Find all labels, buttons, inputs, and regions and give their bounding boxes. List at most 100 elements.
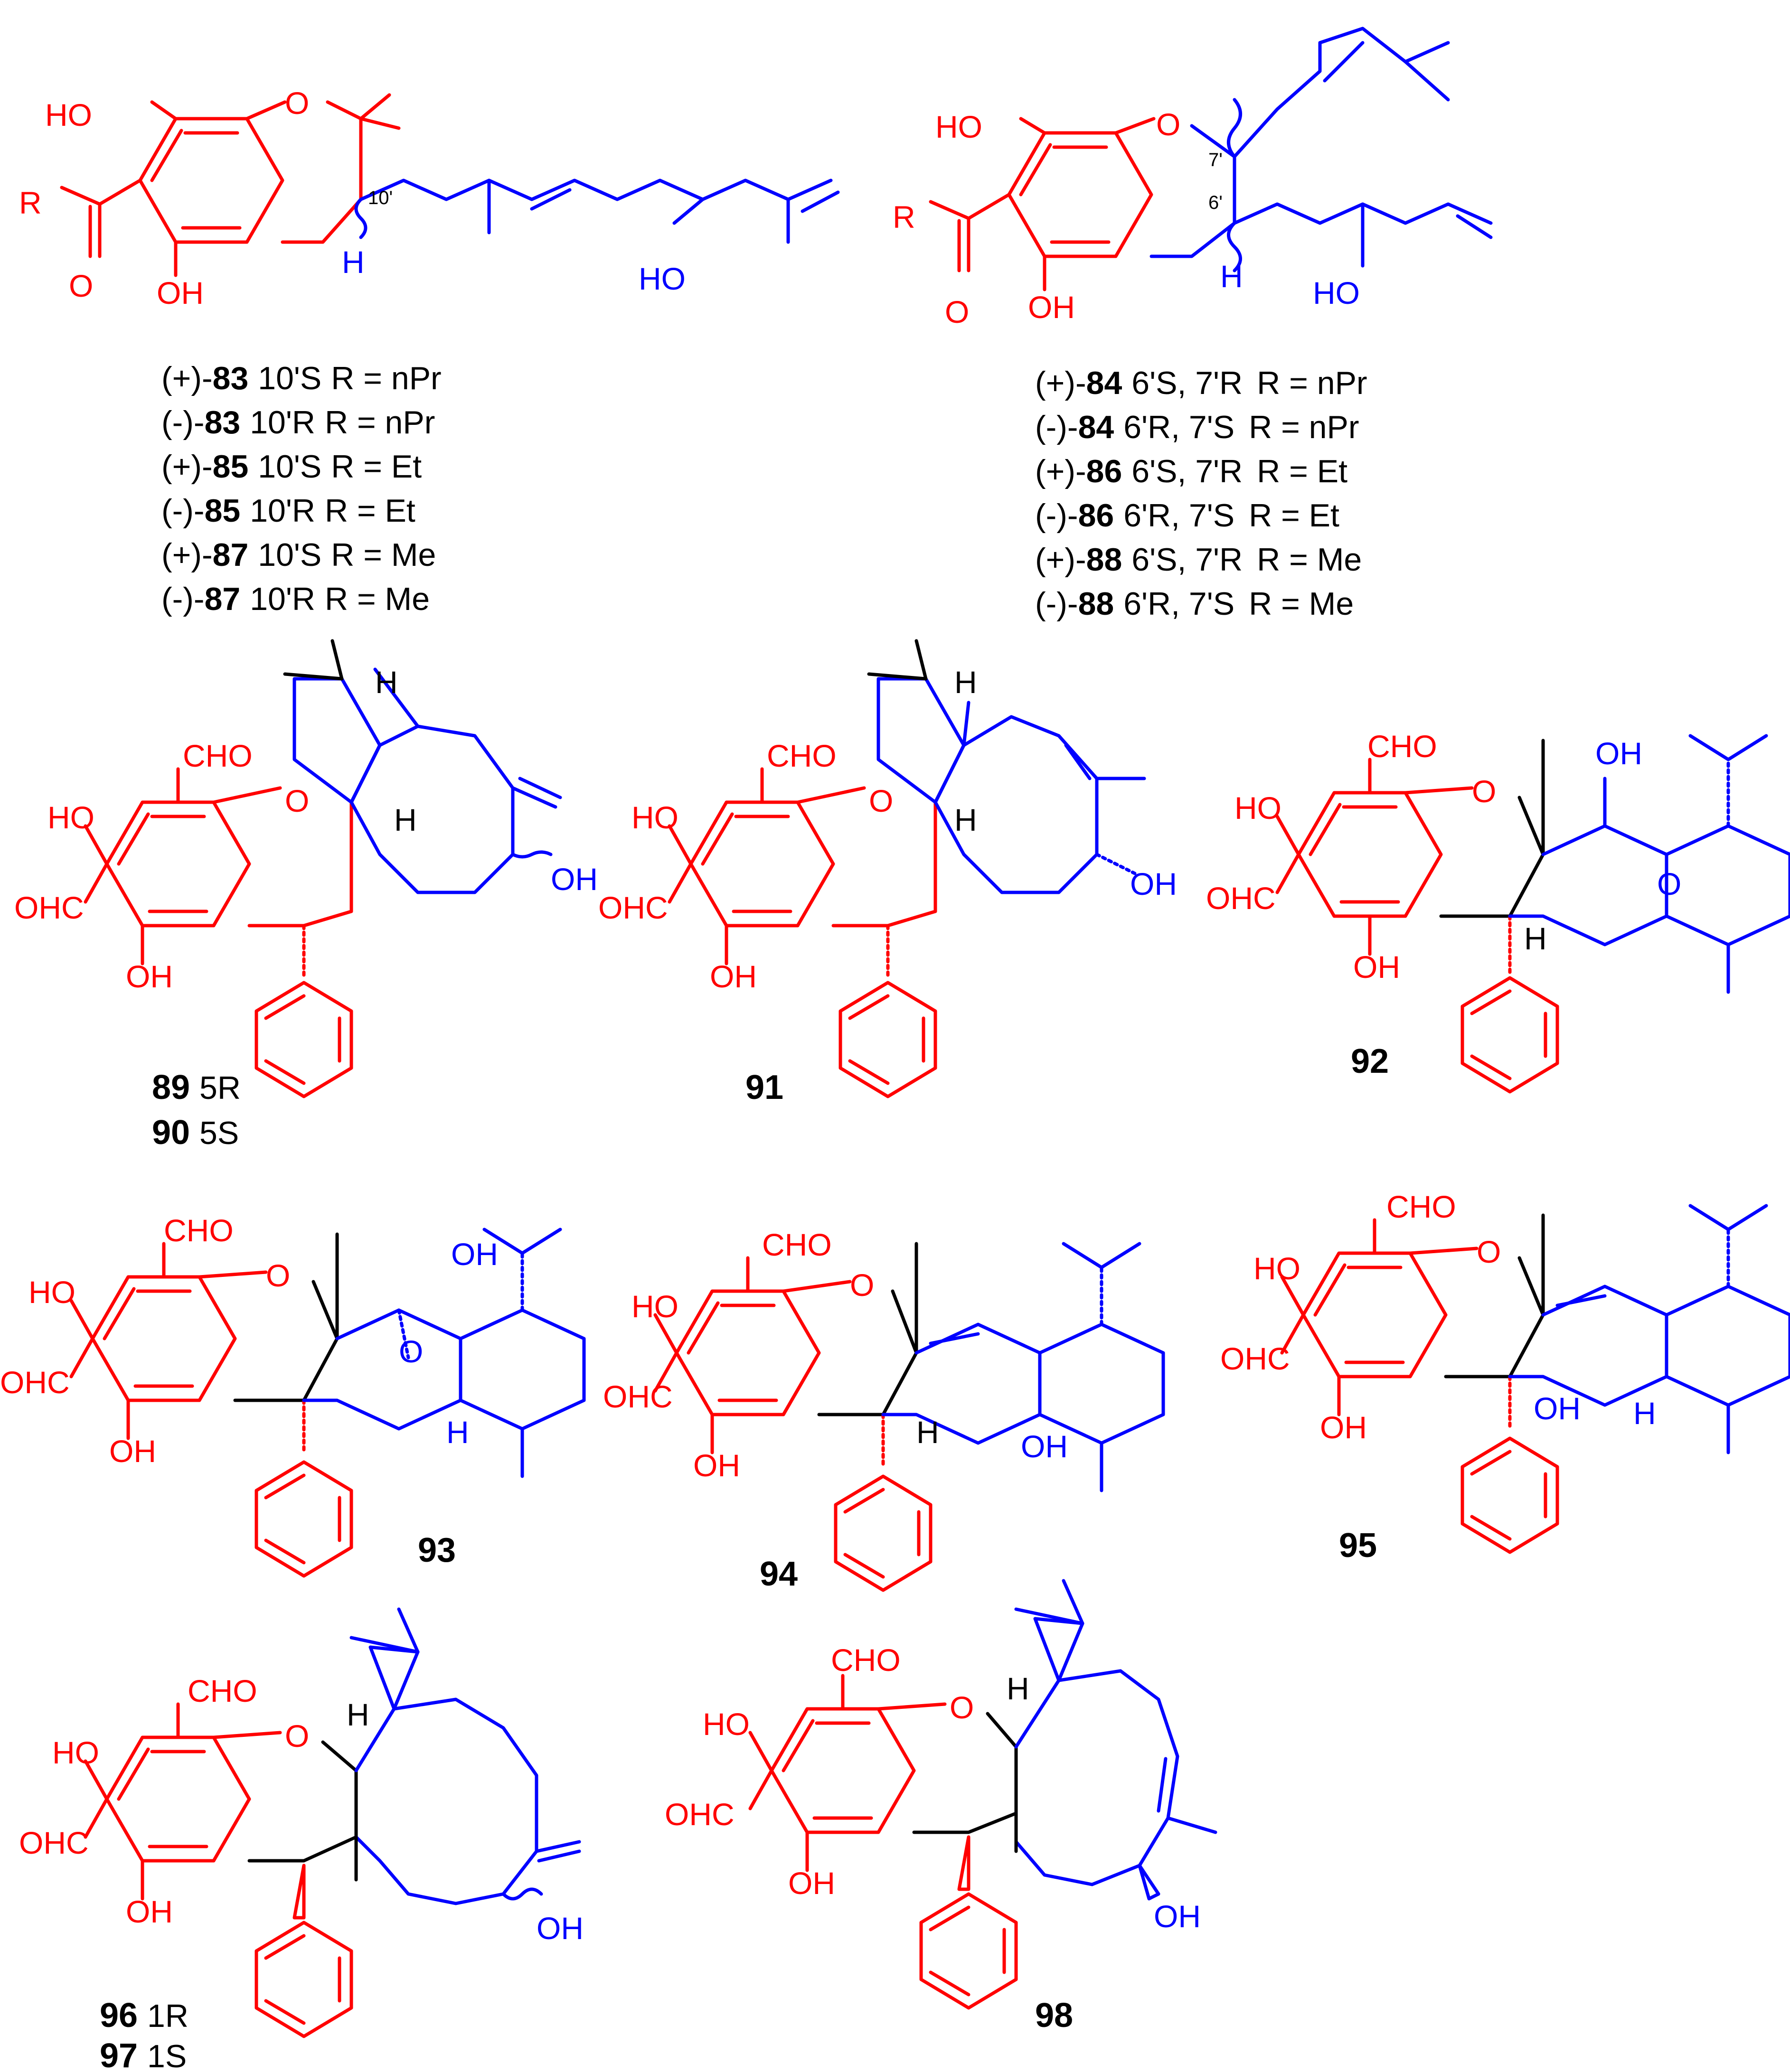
atom-ho: HO [631,1289,678,1324]
atom-o: O [266,1258,290,1293]
position-label: 10' [368,188,393,208]
compound-label-96: 96 [100,1997,138,2034]
atom-cho: CHO [183,738,253,773]
atom-cho: CHO [1386,1189,1456,1224]
atom-oh: OH [451,1237,498,1272]
compound-label-92: 92 [1351,1042,1389,1080]
structure-91: CHO HO O OHC OH H H OH 91 [598,639,1177,1106]
atom-ho: HO [1234,790,1281,825]
atom-o: O [285,783,309,818]
atom-o: O [399,1334,423,1369]
atom-oh: OH [1353,949,1400,984]
atom-ohc: OHC [603,1379,673,1414]
atom-ho: HO [1253,1251,1300,1286]
atom-o: O [869,783,893,818]
atom-ho: HO [52,1735,99,1770]
atom-oh: OH [1534,1391,1581,1426]
atom-o: O [945,294,969,329]
atom-r: R [19,185,42,220]
atom-h: H [916,1415,939,1450]
atom-o: O [285,85,309,121]
atom-ohc: OHC [1206,881,1276,916]
atom-cho: CHO [767,738,837,773]
atom-ho: HO [639,261,686,296]
structure-89-90: CHO HO O OHC OH H H OH 89 5R 90 5S [14,639,598,1152]
atom-h: H [1633,1396,1656,1431]
atom-h: H [342,244,365,280]
structure-93: CHO HO O OHC OH O OH H 93 [0,1213,586,1578]
position-label: 6' [1208,192,1223,213]
structure-95: CHO HO O OHC OH OH H 95 [1220,1189,1790,1565]
atom-o: O [69,268,93,303]
atom-oh: OH [1320,1410,1367,1445]
config-label: 1R [147,1998,188,2034]
atom-oh: OH [1021,1429,1068,1464]
atom-oh: OH [157,275,204,310]
atom-cho: CHO [762,1227,832,1262]
config-label: 5S [199,1115,239,1151]
atom-ohc: OHC [598,890,668,925]
atom-r: R [893,199,915,234]
structure-98: CHO HO O OHC OH H OH 98 [665,1579,1217,2034]
atom-h: H [1524,921,1547,956]
atom-o: O [1477,1234,1501,1269]
atom-ho: HO [1313,275,1360,310]
atom-ohc: OHC [14,890,84,925]
compound-label-95: 95 [1339,1527,1377,1565]
atom-ohc: OHC [19,1825,89,1860]
structure-92: CHO HO O OHC OH OH O H 92 [1206,729,1790,1094]
atom-oh: OH [126,959,173,994]
atom-oh: OH [693,1448,740,1483]
atom-oh: OH [551,862,598,897]
structure-84-86-88: HO O OH R O 7' 6' H HO [893,27,1493,329]
atom-oh: OH [1028,290,1075,325]
atom-o: O [1472,774,1496,809]
compound-label-98: 98 [1035,1997,1073,2034]
atom-ho: HO [47,800,94,835]
atom-oh: OH [109,1434,156,1469]
atom-o: O [1657,866,1681,901]
compound-label-89: 89 [152,1069,190,1106]
atom-ho: HO [28,1275,75,1310]
atom-ohc: OHC [0,1365,70,1400]
config-label: 5R [199,1070,241,1106]
atom-h: H [1220,259,1243,294]
compound-label-90: 90 [152,1114,190,1152]
atom-h: H [347,1697,369,1732]
atom-ohc: OHC [665,1797,735,1832]
config-label: 1S [147,2038,187,2072]
atom-o: O [285,1718,309,1753]
atom-h: H [394,802,417,837]
atom-ohc: OHC [1220,1341,1290,1376]
atom-oh: OH [1130,866,1177,901]
atom-oh: OH [537,1911,584,1946]
atom-o: O [850,1267,874,1303]
atom-h: H [954,665,977,700]
atom-ho: HO [935,109,982,144]
atom-cho: CHO [188,1673,257,1708]
structure-96-97: CHO HO O OHC OH H OH 96 1R 97 1S [19,1607,584,2072]
atom-oh: OH [126,1894,173,1929]
atom-h: H [375,665,398,700]
position-label: 7' [1208,150,1223,170]
atom-cho: CHO [164,1213,234,1248]
atom-cho: CHO [831,1642,901,1678]
atom-cho: CHO [1367,729,1437,764]
atom-oh: OH [710,959,757,994]
compound-label-94: 94 [760,1555,798,1593]
compound-label-91: 91 [745,1069,783,1106]
atom-o: O [1156,107,1180,142]
